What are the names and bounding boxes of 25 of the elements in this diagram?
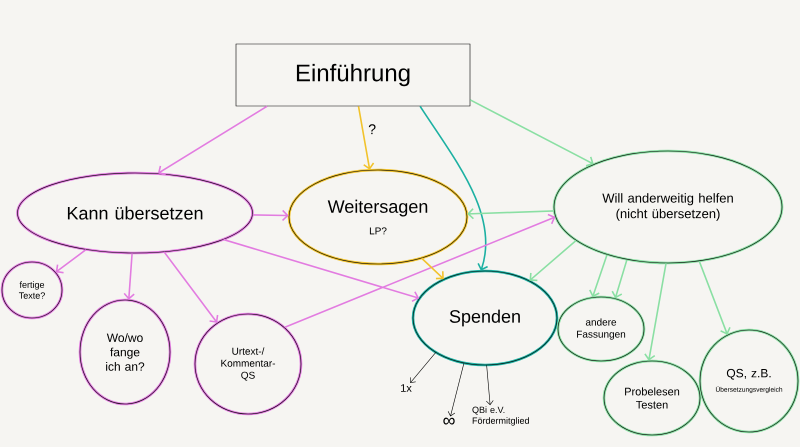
arrow <box>644 263 667 361</box>
note-text: 1x <box>401 384 412 392</box>
arrow <box>158 106 268 176</box>
arrow <box>698 260 731 335</box>
arrow <box>486 365 494 406</box>
arrow <box>124 253 135 300</box>
note-text: ∞ <box>443 418 455 425</box>
arrow <box>419 106 488 271</box>
arrow <box>358 106 374 170</box>
arrow <box>612 259 628 298</box>
arrow <box>470 99 594 167</box>
edge-label: ? <box>366 122 378 136</box>
arrow <box>529 240 577 282</box>
arrow <box>284 214 556 328</box>
note-text: QBi e.V. Fördermitglied <box>472 406 529 426</box>
arrow <box>467 208 554 220</box>
arrow <box>448 362 464 416</box>
arrow <box>164 252 218 323</box>
arrow <box>421 258 444 280</box>
title-box: Einführung <box>236 44 470 106</box>
arrow <box>56 249 86 274</box>
arrow <box>589 254 608 298</box>
arrow <box>410 352 436 384</box>
arrow <box>223 238 420 302</box>
arrow <box>252 210 289 221</box>
